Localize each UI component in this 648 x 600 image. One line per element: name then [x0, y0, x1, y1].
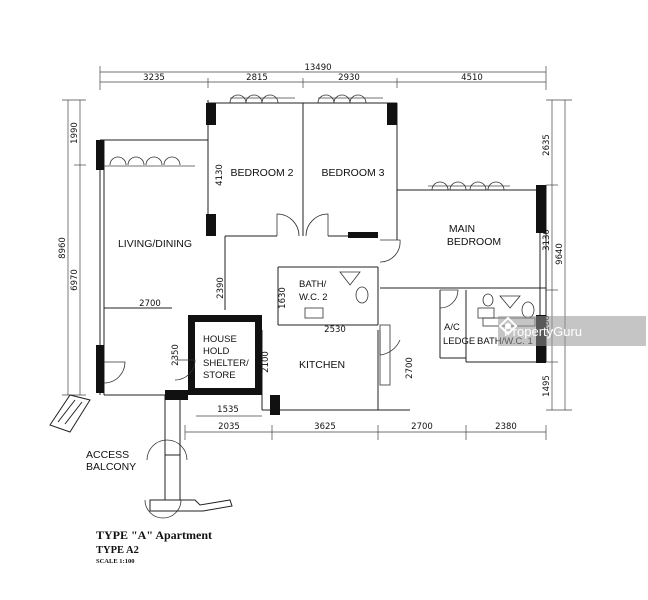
dim-left-top: 1990 — [70, 122, 80, 144]
room-label-kitchen: KITCHEN — [299, 359, 345, 371]
plan-subtitle: TYPE A2 — [96, 545, 139, 556]
plan-scale: SCALE 1:100 — [96, 558, 135, 565]
dim-top-1: 3235 — [143, 73, 165, 83]
dim-right-outer: 9640 — [555, 243, 565, 265]
dim-top-3: 2930 — [338, 73, 360, 83]
dim-main-bed-height: 3130 — [542, 229, 552, 251]
room-label-bath-wc2-line1: BATH/ — [299, 279, 327, 290]
room-label-bedroom2: BEDROOM 2 — [230, 167, 293, 179]
dim-shelter-width: 1535 — [217, 405, 239, 415]
dim-corridor: 2390 — [216, 277, 226, 299]
dim-shelter-height: 2350 — [171, 344, 181, 366]
dim-living-width: 2700 — [139, 299, 161, 309]
dim-bedroom2-height: 4130 — [215, 164, 225, 186]
room-label-shelter-line2: HOLD — [203, 346, 230, 357]
room-label-access-balcony-line2: BALCONY — [86, 461, 136, 473]
bottom-dimension-lines — [184, 415, 547, 440]
watermark-text: PropertyGuru — [504, 323, 583, 339]
dim-right-bottom: 1495 — [542, 375, 552, 397]
dim-bottom-4: 2380 — [495, 422, 517, 432]
windows — [104, 94, 510, 191]
room-label-shelter-line4: STORE — [203, 370, 236, 381]
propertyguru-logo-icon — [498, 316, 518, 336]
dim-bottom-1: 2035 — [218, 422, 240, 432]
room-label-main-bedroom-line2: BEDROOM — [447, 236, 501, 248]
top-dimension-lines — [99, 66, 547, 90]
dim-bath2-height: 1630 — [278, 287, 288, 309]
dim-bottom-3: 2700 — [411, 422, 433, 432]
right-dimension-lines — [546, 99, 572, 411]
dim-bottom-2: 3625 — [314, 422, 336, 432]
room-label-access-balcony-line1: ACCESS — [86, 449, 129, 461]
walls — [99, 100, 547, 456]
left-dimension-lines — [62, 99, 86, 396]
dim-kitchen-right: 2700 — [405, 357, 415, 379]
room-label-ac-ledge-line2: LEDGE — [443, 336, 475, 347]
room-label-bedroom3: BEDROOM 3 — [321, 167, 384, 179]
room-label-shelter-line3: SHELTER/ — [203, 358, 249, 369]
room-label-shelter-line1: HOUSE — [203, 334, 237, 345]
room-label-ac-ledge-line1: A/C — [444, 322, 460, 333]
dim-overall-top: 13490 — [304, 63, 331, 73]
dim-left-mid: 6970 — [70, 269, 80, 291]
plan-caption: TYPE "A" Apartment TYPE A2 SCALE 1:100 — [96, 528, 212, 565]
watermark: PropertyGuru — [498, 316, 646, 346]
doors — [103, 213, 459, 519]
room-label-living-dining: LIVING/DINING — [118, 238, 192, 250]
plan-title: TYPE "A" Apartment — [96, 528, 212, 542]
dim-top-2: 2815 — [246, 73, 268, 83]
dim-kitchen-side: 2100 — [261, 351, 271, 373]
room-label-bath-wc2-line2: W.C. 2 — [299, 292, 328, 303]
dim-kitchen-width: 2530 — [324, 325, 346, 335]
dim-left-outer: 8960 — [58, 237, 68, 259]
access-balcony — [49, 394, 233, 512]
dim-top-4: 4510 — [461, 73, 483, 83]
dim-right-top: 2635 — [542, 134, 552, 156]
room-label-main-bedroom-line1: MAIN — [449, 223, 475, 235]
